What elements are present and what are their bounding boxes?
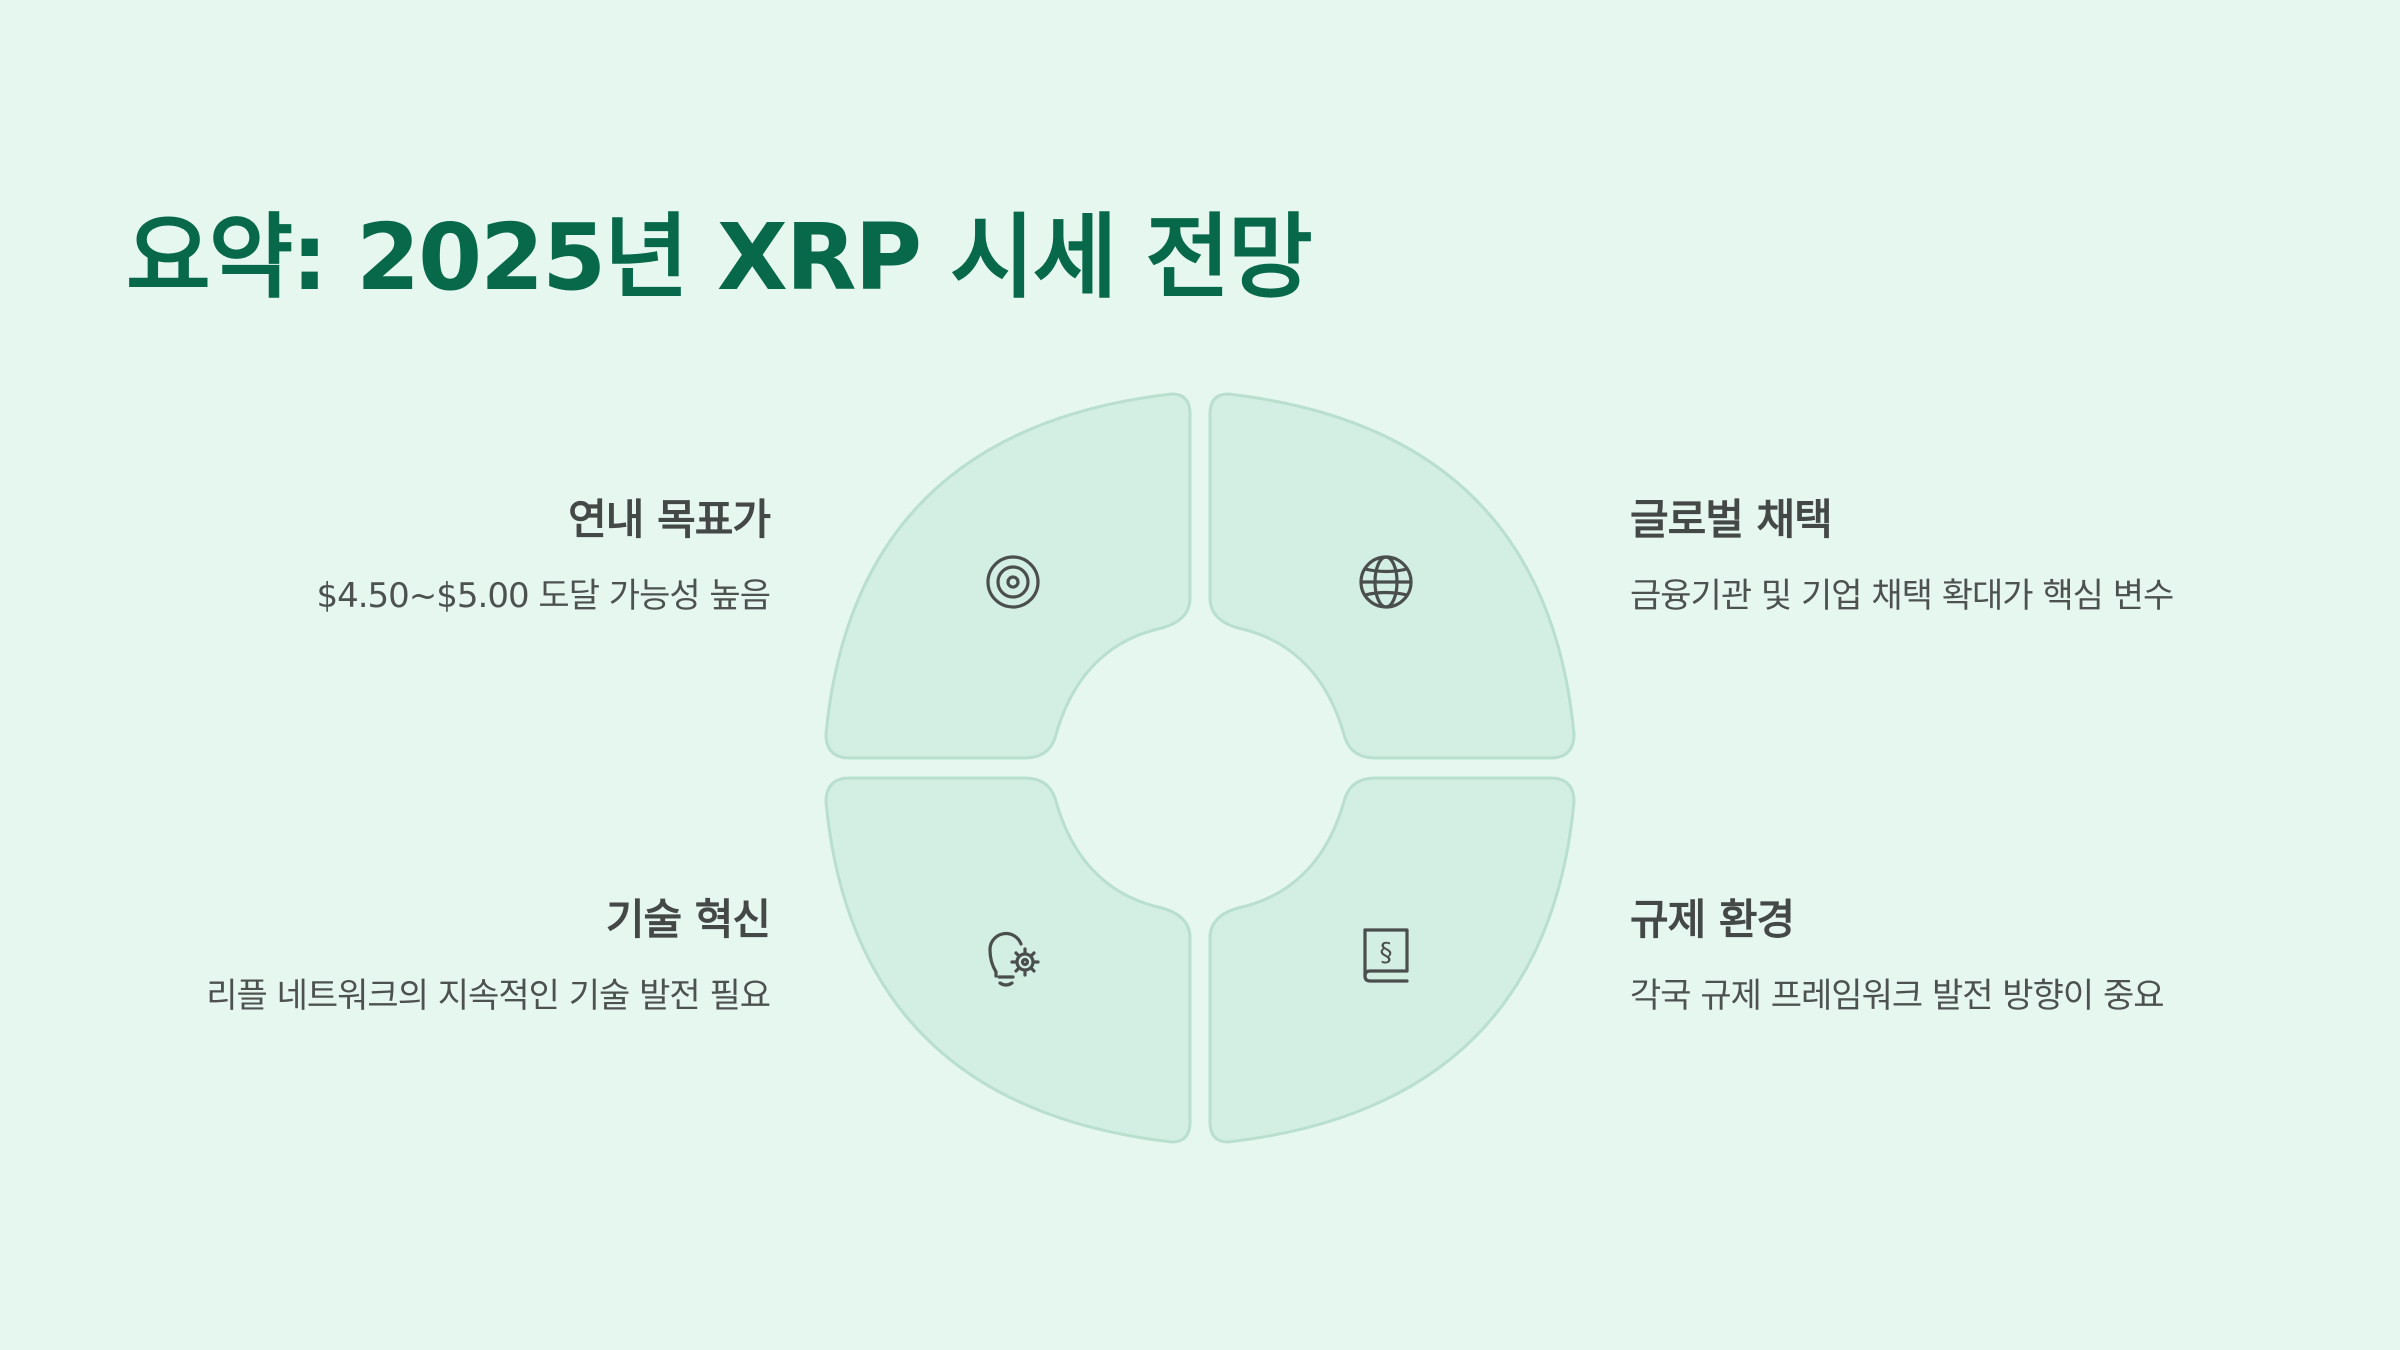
- item-title: 연내 목표가: [568, 495, 771, 544]
- quadrant-bottom-left: [824, 776, 1192, 1144]
- summary-item-global-adoption: 글로벌 채택 금융기관 및 기업 채택 확대가 핵심 변수: [1630, 495, 2250, 618]
- item-description: 리플 네트워크의 지속적인 기술 발전 필요: [206, 976, 771, 1017]
- summary-item-regulation: 규제 환경 각국 규제 프레임워크 발전 방향이 중요: [1630, 895, 2250, 1018]
- quadrant-top-left: [824, 392, 1192, 760]
- target-icon: [986, 555, 1040, 609]
- item-title: 기술 혁신: [605, 895, 771, 944]
- item-description: $4.50~$5.00 도달 가능성 높음: [316, 576, 771, 617]
- law-book-icon: §: [1363, 928, 1409, 983]
- page-title: 요약: 2025년 XRP 시세 전망: [126, 204, 1313, 311]
- quadrant-bottom-right: [1208, 776, 1576, 1144]
- item-title: 규제 환경: [1630, 895, 1795, 944]
- summary-item-tech-innovation: 기술 혁신 리플 네트워크의 지속적인 기술 발전 필요: [150, 895, 771, 1018]
- globe-icon: [1359, 555, 1413, 609]
- summary-item-target-price: 연내 목표가 $4.50~$5.00 도달 가능성 높음: [150, 495, 771, 618]
- lightbulb-gear-icon: [988, 931, 1040, 987]
- svg-text:§: §: [1380, 938, 1393, 968]
- item-title: 글로벌 채택: [1630, 495, 1833, 544]
- item-description: 금융기관 및 기업 채택 확대가 핵심 변수: [1630, 576, 2174, 617]
- quadrant-top-right: [1208, 392, 1576, 760]
- item-description: 각국 규제 프레임워크 발전 방향이 중요: [1630, 976, 2165, 1017]
